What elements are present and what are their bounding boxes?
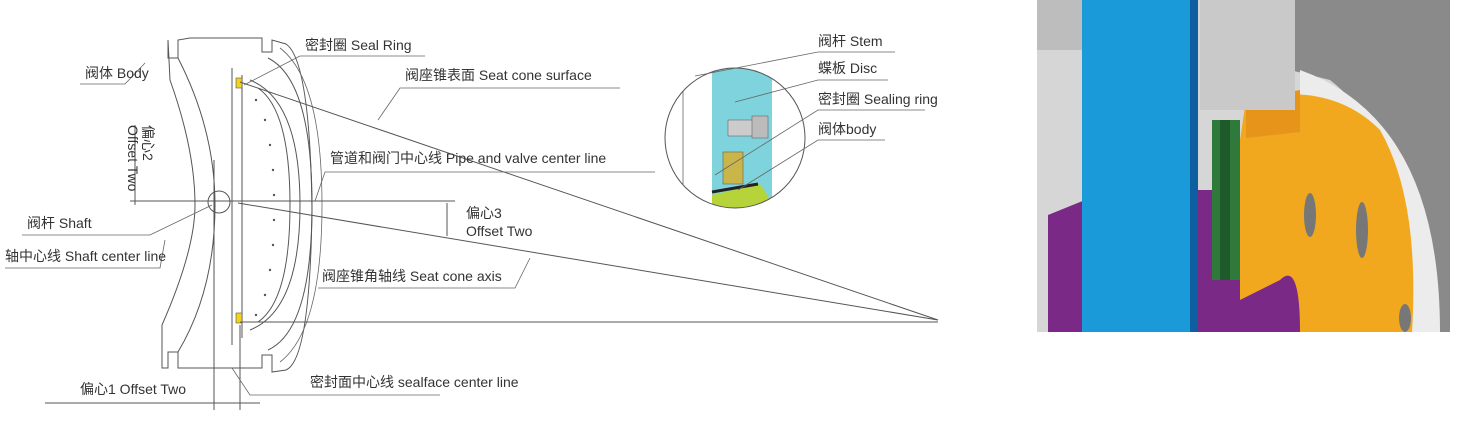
label-pipe-center-line: 管道和阀门中心线 Pipe and valve center line [330, 150, 606, 166]
inset-detail [664, 51, 925, 209]
label-seal-ring: 密封圈 Seal Ring [305, 37, 412, 53]
leader-lines [5, 55, 655, 396]
seal-ring-bottom [235, 312, 243, 324]
label-offset3-cn: 偏心3 [466, 205, 502, 221]
label-offset3-en: Offset Two [466, 223, 533, 239]
label-offset2-en: Offset Two [125, 125, 141, 192]
label-sealface-center-line: 密封面中心线 sealface center line [310, 374, 519, 390]
inset-label-stem: 阀杆 Stem [818, 33, 883, 49]
label-shaft: 阀杆 Shaft [27, 215, 92, 231]
valve-body-outline [161, 37, 323, 373]
label-seat-cone-axis: 阀座锥角轴线 Seat cone axis [322, 268, 502, 284]
valve-3d-render [1037, 0, 1450, 333]
construction-lines [45, 81, 939, 410]
label-offset2-cn: 偏心2 [140, 125, 156, 161]
inset-label-sealing-ring: 密封圈 Sealing ring [818, 91, 938, 107]
label-offset1: 偏心1 Offset Two [80, 381, 186, 397]
label-shaft-center-line: 轴中心线 Shaft center line [5, 248, 166, 264]
shaft-circle [207, 190, 231, 214]
label-seat-cone-surface: 阀座锥表面 Seat cone surface [405, 67, 592, 83]
bolt-holes [254, 98, 276, 317]
label-body: 阀体 Body [85, 65, 149, 81]
seal-ring-top [235, 77, 243, 89]
inset-label-disc: 蝶板 Disc [818, 60, 877, 76]
inset-label-body: 阀体body [818, 121, 876, 137]
